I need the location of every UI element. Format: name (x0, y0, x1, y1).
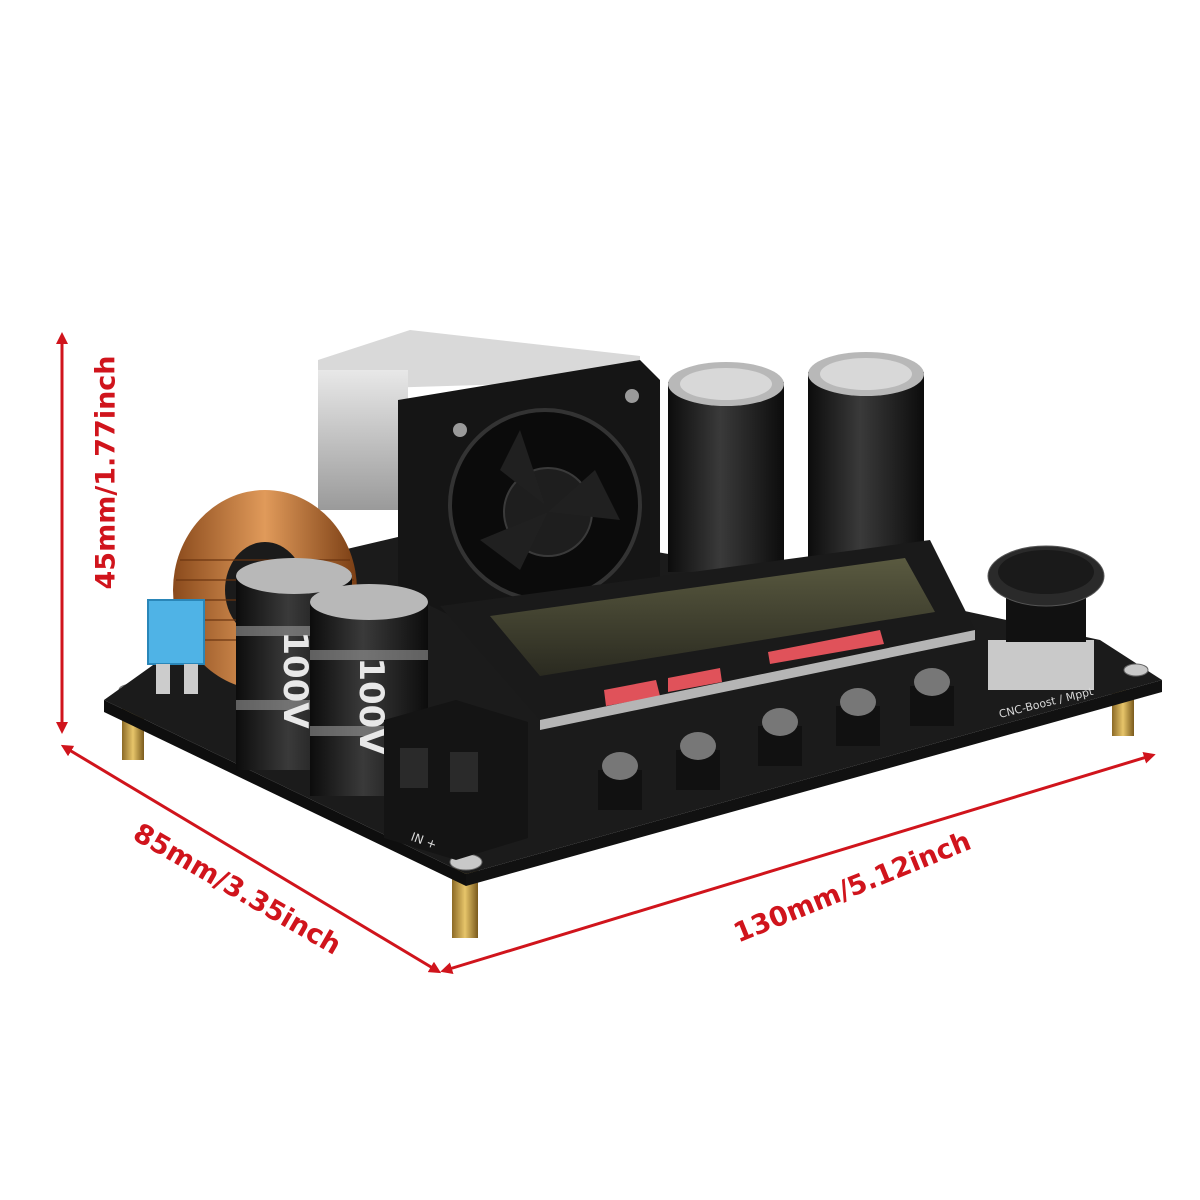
depth-arrow (60, 744, 442, 974)
rotary-encoder-knob (987, 545, 1105, 690)
capacitor-front-left-rating: 100V (275, 631, 315, 729)
capacitor-back-right (808, 352, 924, 572)
push-button-1 (598, 752, 642, 810)
push-button-2 (676, 732, 720, 790)
lcd-display (440, 540, 975, 730)
input-terminal (384, 700, 528, 860)
height-dimension-label: 45mm/1.77inch (90, 355, 122, 590)
push-button-3 (758, 708, 802, 766)
capacitor-back-left (668, 362, 784, 572)
width-arrow (440, 752, 1156, 974)
push-button-5 (910, 668, 954, 726)
cooling-fan (398, 360, 660, 630)
push-button-4 (836, 688, 880, 746)
blade-fuse (147, 599, 205, 694)
